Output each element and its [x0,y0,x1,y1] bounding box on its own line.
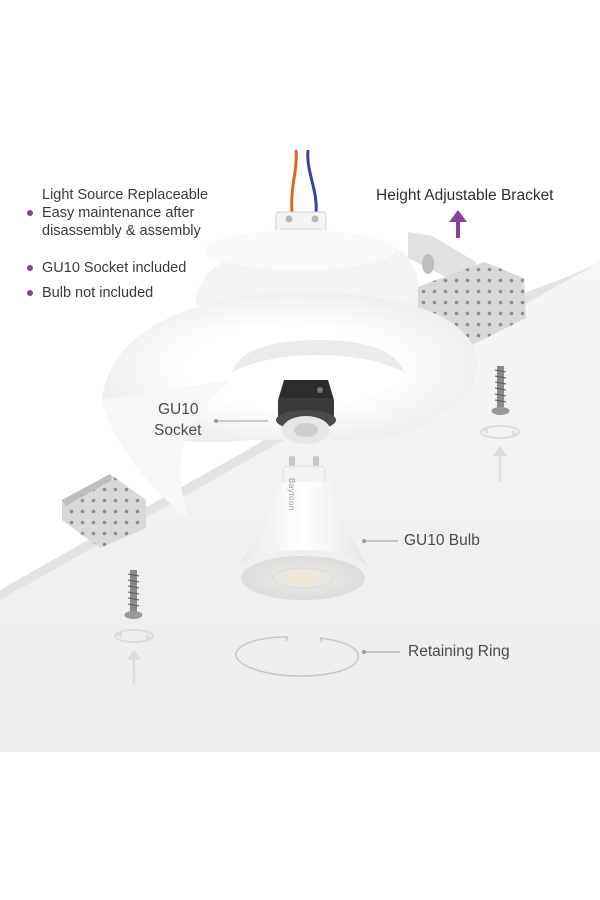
left-screw-icon [124,570,143,619]
bullet-dot-icon [27,290,33,296]
bullet-dot-icon [27,265,33,271]
feature-title: Light Source Replaceable [42,187,209,203]
gu10-socket-part [276,380,336,444]
ring-label: Retaining Ring [408,643,510,660]
feature-item-2: disassembly & assembly [42,223,201,239]
right-up-arrow-icon [493,446,507,482]
right-rotate-arrow-icon [480,425,520,439]
bulb-brand-text: Baytoon [287,478,296,511]
feature-item-4: Bulb not included [42,285,154,301]
gu10-bulb-part [233,456,373,602]
left-bracket [62,474,146,548]
socket-label-line1: GU10 [158,401,199,418]
leader-lines [214,419,400,654]
left-rotate-arrow-icon [114,629,154,643]
retaining-ring-part [235,636,359,677]
feature-item-1: Easy maintenance after [42,205,195,221]
feature-item-3: GU10 Socket included [42,260,187,276]
bracket-up-arrow-icon [449,210,467,238]
bullet-dot-icon [27,210,33,216]
bulb-label: GU10 Bulb [404,532,480,549]
bracket-label: Height Adjustable Bracket [376,187,554,204]
right-screw-icon [491,366,510,415]
socket-label-line2: Socket [154,422,202,439]
plaster-fixture [102,230,477,520]
left-up-arrow-icon [127,650,141,684]
